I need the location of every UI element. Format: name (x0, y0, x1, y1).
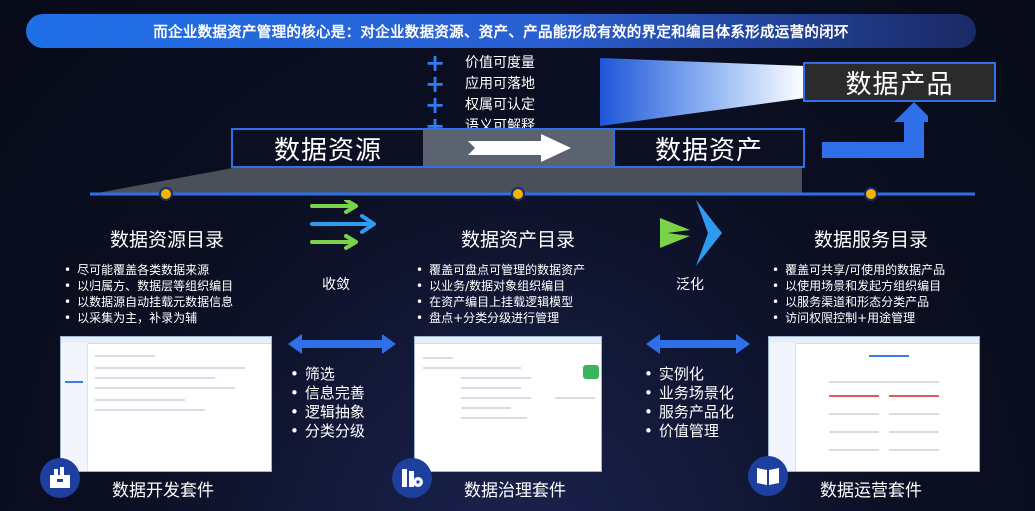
up-arrow-icon (822, 102, 928, 158)
converge-steps-list: 筛选 信息完善 逻辑抽象 分类分级 (290, 365, 365, 441)
timeline-dot (511, 187, 525, 201)
bullet-item: 覆盖可盘点可管理的数据资产 (416, 262, 646, 278)
bullet-item: 以归属方、数据层等组织编目 (64, 278, 294, 294)
stage-title-asset: 数据资产目录 (460, 229, 575, 251)
stage-bullets-service: 覆盖可共享/可使用的数据产品 以使用场景和发起方组织编目 以服务渠道和形态分类产… (772, 262, 1012, 326)
step-item: 业务场景化 (644, 384, 734, 403)
generalize-arrows-icon (660, 200, 722, 266)
step-item: 实例化 (644, 365, 734, 384)
plus-icon: + (425, 90, 446, 119)
top-banner: 而企业数据资产管理的核心是：对企业数据资源、资产、产品能形成有效的界定和编目体系… (26, 14, 976, 48)
bullet-item: 以数据源自动挂载元数据信息 (64, 294, 294, 310)
stage-title-service: 数据服务目录 (813, 229, 928, 251)
data-product-box: 数据产品 (803, 62, 996, 102)
dev-suite-screenshot (60, 336, 272, 472)
bullet-item: 以服务渠道和形态分类产品 (772, 294, 1012, 310)
criteria-label: 应用可落地 (465, 75, 535, 92)
stage-title-resource: 数据资源目录 (109, 229, 224, 251)
suite-title-operations: 数据运营套件 (820, 481, 922, 501)
value-beam (600, 58, 805, 126)
governance-suite-screenshot (414, 336, 602, 472)
bullet-item: 覆盖可共享/可使用的数据产品 (772, 262, 1012, 278)
criteria-label: 权属可认定 (465, 96, 535, 113)
converge-label: 收敛 (322, 277, 350, 293)
timeline-dot (864, 187, 878, 201)
bullet-item: 尽可能覆盖各类数据来源 (64, 262, 294, 278)
step-item: 逻辑抽象 (290, 403, 365, 422)
timeline-base (90, 168, 975, 196)
right-arrow-icon (468, 134, 571, 162)
plus-icon: + (425, 48, 446, 77)
bullet-item: 访问权限控制+用途管理 (772, 310, 1012, 326)
operations-suite-screenshot (768, 336, 980, 472)
suite-title-governance: 数据治理套件 (464, 481, 566, 501)
bullet-item: 以业务/数据对象组织编目 (416, 278, 646, 294)
step-item: 价值管理 (644, 422, 734, 441)
timeline-dot (159, 187, 173, 201)
criteria-item: + 权属可认定 (425, 90, 585, 119)
bullet-item: 盘点+分类分级进行管理 (416, 310, 646, 326)
books-icon (392, 458, 432, 498)
converge-arrows-icon (310, 200, 376, 250)
generalize-label: 泛化 (676, 277, 704, 293)
stage-bullets-asset: 覆盖可盘点可管理的数据资产 以业务/数据对象组织编目 在资产编目上挂载逻辑模型 … (416, 262, 646, 326)
data-resource-box: 数据资源 (231, 128, 425, 168)
step-item: 分类分级 (290, 422, 365, 441)
criteria-label: 价值可度量 (465, 54, 535, 71)
bidirectional-arrow-icon (646, 334, 750, 354)
step-item: 信息完善 (290, 384, 365, 403)
bidirectional-arrow-icon (288, 334, 396, 354)
bullet-item: 以采集为主，补录为辅 (64, 310, 294, 326)
step-item: 筛选 (290, 365, 365, 384)
open-book-icon (748, 456, 788, 496)
criteria-item: + 价值可度量 (425, 48, 585, 77)
stage-bullets-resource: 尽可能覆盖各类数据来源 以归属方、数据层等组织编目 以数据源自动挂载元数据信息 … (64, 262, 294, 326)
wallet-icon (583, 365, 599, 379)
plus-icon: + (425, 69, 446, 98)
data-asset-box: 数据资产 (613, 128, 805, 168)
toolbox-icon (40, 458, 80, 498)
suite-title-dev: 数据开发套件 (112, 481, 214, 501)
transform-segment (423, 128, 615, 168)
bullet-item: 以使用场景和发起方组织编目 (772, 278, 1012, 294)
step-item: 服务产品化 (644, 403, 734, 422)
generalize-steps-list: 实例化 业务场景化 服务产品化 价值管理 (644, 365, 734, 441)
bullet-item: 在资产编目上挂载逻辑模型 (416, 294, 646, 310)
criteria-item: + 应用可落地 (425, 69, 585, 98)
value-criteria-list: + 价值可度量 + 应用可落地 + 权属可认定 + 语义可解释 (425, 48, 585, 138)
